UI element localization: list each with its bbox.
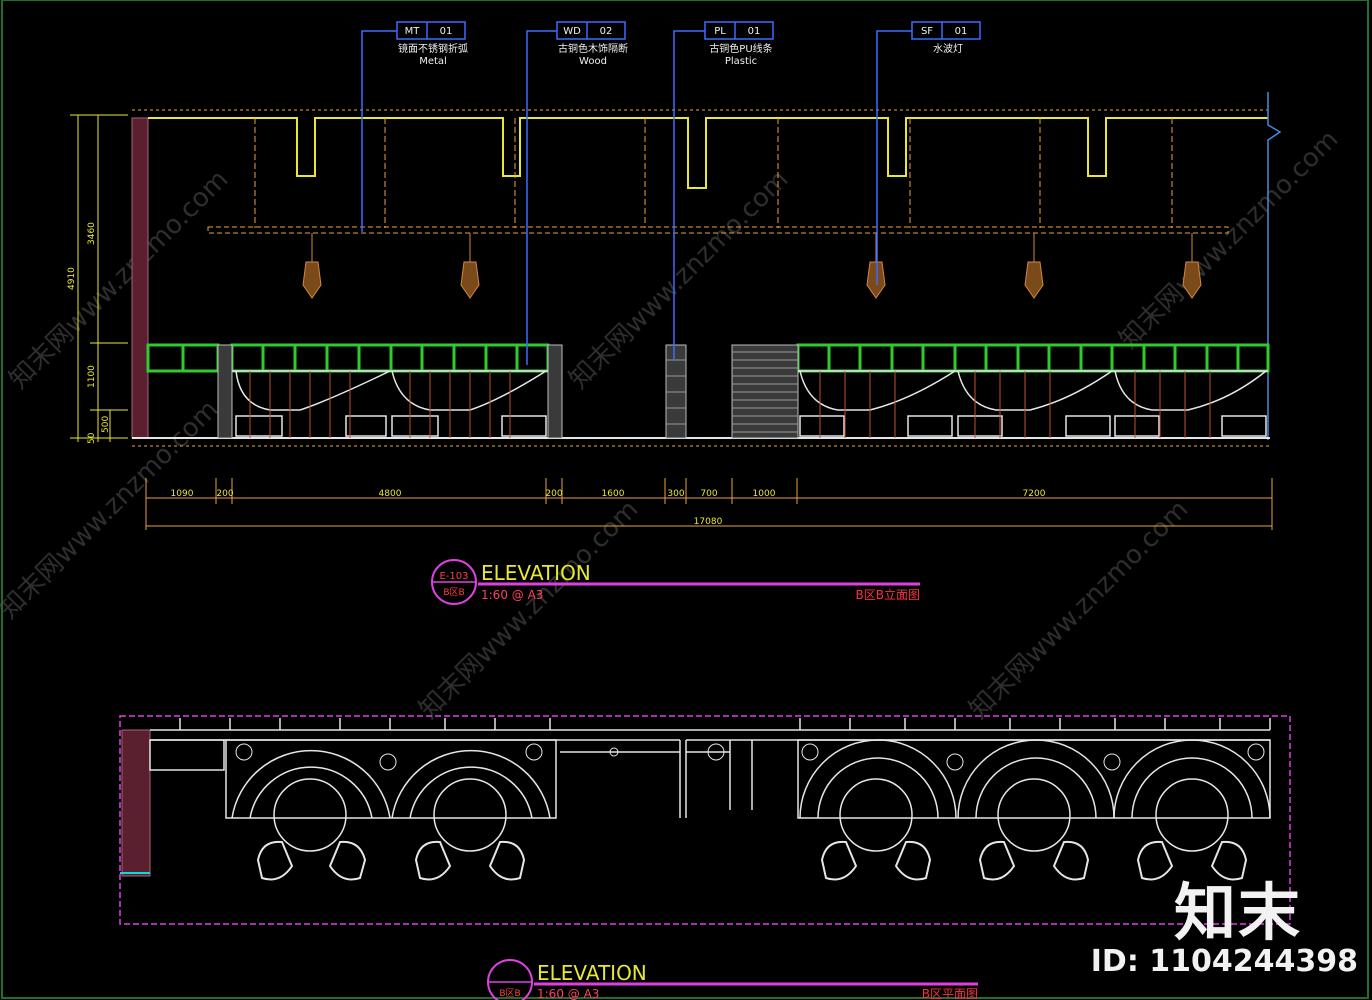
watermark-text: 知末网www.znzmo.com: [0, 394, 224, 625]
material-tag-code: SF: [921, 26, 933, 37]
dim-upper-height: 3460: [87, 222, 97, 245]
elevation-scale: 1:60 @ A3: [537, 987, 599, 1000]
dim-segment-label: 200: [545, 489, 562, 499]
material-tag-name: 镜面不锈钢折弧: [398, 42, 468, 55]
plan-boundary: [119, 715, 1291, 925]
watermark-text: 知末网www.znzmo.com: [414, 494, 645, 725]
material-tag-number: 01: [440, 26, 453, 37]
plan-chairs: [256, 840, 1248, 881]
horizontal-dimension-labels: 1090 200 4800 200 1600 300 700 1000 7200: [171, 489, 1046, 499]
material-tag-english: Plastic: [725, 56, 757, 67]
left-wall: [131, 117, 149, 439]
green-rail-left: [146, 343, 550, 373]
elevation-caption: B区平面图: [922, 987, 978, 1000]
elevation-drawing: [131, 30, 1282, 447]
dim-segment-label: 1000: [753, 489, 776, 499]
material-tag-number: 02: [600, 26, 613, 37]
partition-posts: [217, 344, 799, 439]
material-tag-english: Metal: [419, 56, 447, 67]
elevation-title: ELEVATION: [481, 561, 591, 585]
dim-segment-label: 300: [667, 489, 684, 499]
material-tag-code: PL: [714, 26, 726, 37]
material-tag-number: 01: [955, 26, 968, 37]
material-tag-name: 古铜色木饰隔断: [558, 42, 628, 55]
watermark-text: 知末网www.znzmo.com: [4, 164, 235, 395]
booth-seats-left: [232, 370, 548, 437]
horizontal-dimensions: [145, 478, 1273, 530]
dim-segment-label: 7200: [1023, 489, 1046, 499]
watermark-text: 知末网www.znzmo.com: [1114, 124, 1345, 355]
watermark-text: 知末网www.znzmo.com: [964, 494, 1195, 725]
section-ref-top: E-103: [439, 571, 468, 582]
pendant-lights: [302, 233, 1202, 299]
leader-lines: [361, 30, 912, 365]
ceiling-profile: [148, 117, 1268, 189]
section-ref-bottom: B区B: [499, 988, 520, 999]
section-ref-bottom: B区B: [443, 587, 464, 598]
vertical-dimensions: [70, 114, 128, 442]
material-tag-number: 01: [748, 26, 761, 37]
dim-mid-height: 1100: [87, 365, 97, 388]
dim-segment-label: 1090: [171, 489, 194, 499]
dim-total-width: 17080: [694, 517, 723, 527]
dim-segment-label: 200: [216, 489, 233, 499]
dim-segment-label: 700: [700, 489, 717, 499]
dim-total-height: 4910: [67, 267, 77, 290]
elevation-caption: B区B立面图: [856, 587, 920, 602]
brand-logo-text: 知末: [1173, 876, 1302, 949]
plan-drawing: [119, 715, 1291, 925]
material-tag-code: WD: [563, 26, 581, 37]
material-tag-english: Wood: [579, 56, 607, 67]
dim-base-height: 50: [87, 432, 97, 444]
dim-low-height: 500: [101, 416, 111, 433]
material-tag: SF 01 水波灯: [911, 21, 981, 55]
dim-segment-label: 1600: [602, 489, 625, 499]
elevation-title-2: B区B ELEVATION 1:60 @ A3 B区平面图: [487, 959, 978, 1000]
elevation-title-1: E-103 B区B ELEVATION 1:60 @ A3 B区B立面图: [431, 559, 920, 605]
elevation-title: ELEVATION: [537, 961, 647, 985]
booth-seats-right: [798, 370, 1268, 437]
dim-segment-label: 4800: [379, 489, 402, 499]
material-tag-name: 水波灯: [933, 42, 963, 55]
material-tag-code: MT: [405, 26, 421, 37]
material-tag-name: 古铜色PU线条: [709, 42, 772, 55]
image-id: ID: 1104244398: [1090, 944, 1358, 979]
green-rail-right: [796, 343, 1270, 373]
elevation-scale: 1:60 @ A3: [481, 588, 543, 602]
